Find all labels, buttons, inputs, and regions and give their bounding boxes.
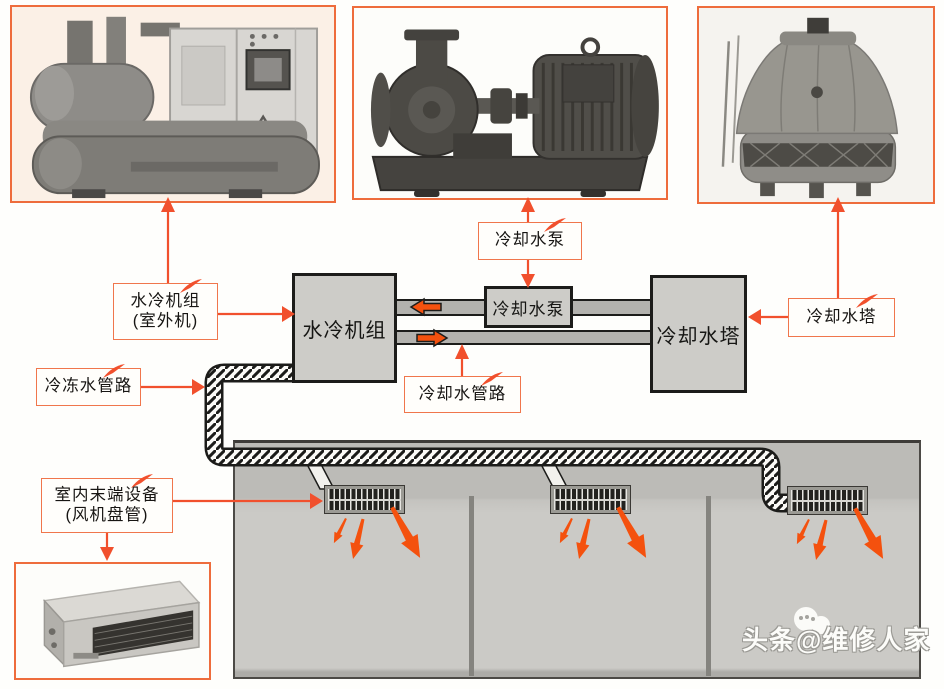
cooling-water-pump-photo [352,6,668,200]
schematic-tower-box: 冷却水塔 [650,275,747,393]
label-text: 冷冻水管路 [44,377,133,396]
label-text: 水冷机组 [130,291,201,310]
schematic-chiller-label: 水冷机组 [302,319,387,342]
schematic-pump-box: 冷却水泵 [484,286,573,328]
ceiling-grille-2 [550,485,631,514]
grille-slats [791,501,864,511]
fancoil-illustration [42,580,201,668]
label-cooling-water-pipe: 冷却水管路 [404,372,521,413]
label-notch-icon [480,372,503,386]
room-divider [469,496,474,676]
fan-coil-unit-photo [14,562,211,680]
grille-slats [554,489,627,499]
label-notch-icon [856,294,879,308]
label-text: 室内末端设备 [54,485,160,504]
pump-illustration [370,29,659,198]
label-notch-icon [130,474,153,488]
grille-slats [328,489,401,499]
label-text: (室外机) [132,311,199,330]
label-chiller-unit: 水冷机组 (室外机) [113,279,218,340]
ceiling-grille-3 [787,486,868,515]
label-notch-icon [543,218,566,232]
label-notch-icon [102,364,125,378]
cooling-tower-photo [697,6,935,204]
grille-slats [328,500,401,510]
label-text: (风机盘管) [65,505,149,524]
chiller-illustration [29,16,320,199]
tower-illustration [721,17,899,199]
grille-divider [791,499,864,502]
schematic-tower-label: 冷却水塔 [656,325,741,348]
label-text: 冷却水泵 [495,231,565,250]
ceiling-grille-1 [324,485,405,514]
grille-slats [791,490,864,500]
grille-slats [554,500,627,510]
schematic-pump-label: 冷却水泵 [492,299,565,319]
label-text: 冷却水管路 [418,384,507,403]
label-cooling-tower: 冷却水塔 [788,294,895,337]
cooling-water-supply-pipe [395,330,652,345]
label-text: 冷却水塔 [806,307,877,326]
label-chilled-water-pipe: 冷冻水管路 [36,364,141,406]
room-divider [706,496,711,676]
schematic-chiller-box: 水冷机组 [292,273,397,383]
watermark-text: 头条@维修人家 [742,625,931,655]
toutiao-logo-icon [794,607,830,634]
label-notch-icon [179,279,202,293]
label-indoor-terminal: 室内末端设备 (风机盘管) [41,474,173,533]
label-cooling-pump: 冷却水泵 [478,218,582,260]
water-cooled-chiller-photo [10,5,336,203]
